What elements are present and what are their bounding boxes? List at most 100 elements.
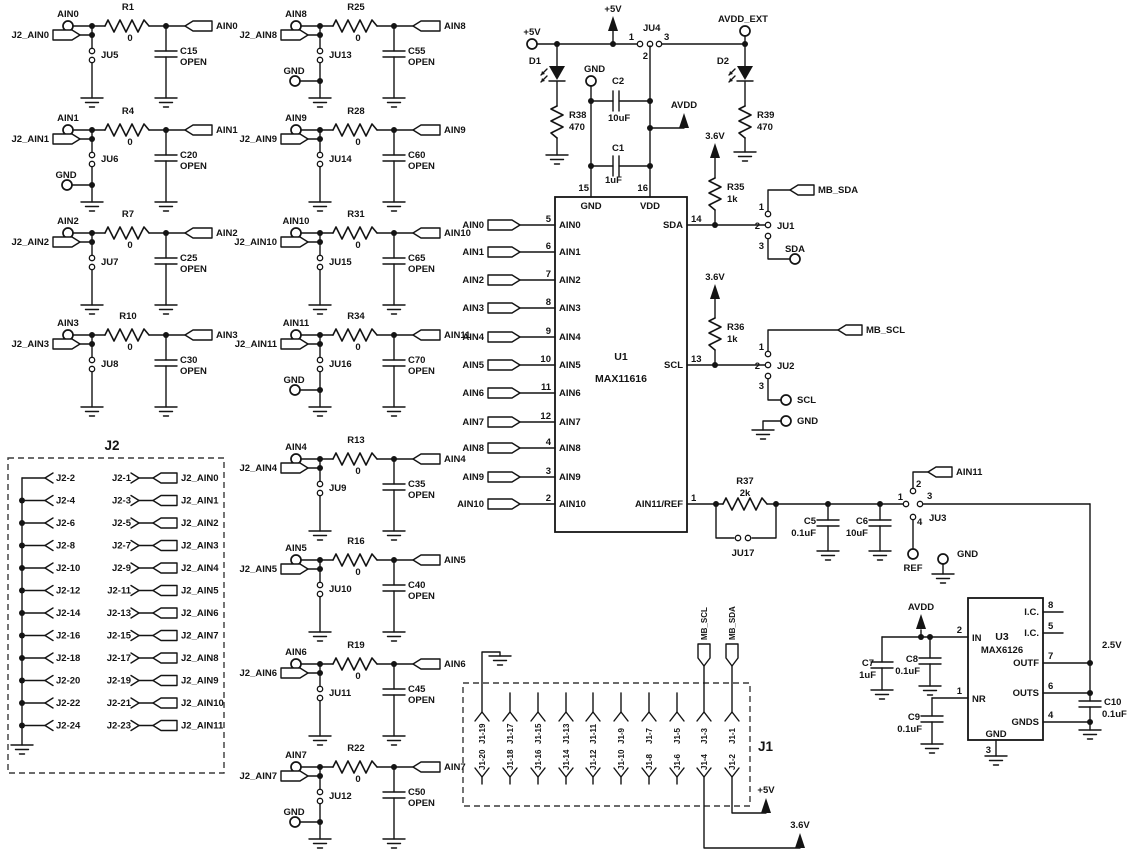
net-tag-icon — [487, 246, 521, 258]
pin-number: 1 — [691, 493, 697, 504]
jumper-pin-icon — [88, 151, 96, 159]
component-value: 1k — [727, 194, 738, 205]
ground-icon — [816, 550, 840, 561]
pin-label: J1-5 — [673, 727, 682, 744]
component-ref: R38 — [569, 110, 586, 121]
capacitor-icon — [382, 584, 406, 592]
resistor-value-label: 0 — [355, 671, 360, 682]
pin-name: VDD — [640, 201, 660, 212]
power-net-label: +5V — [757, 785, 775, 796]
component-value: 1k — [727, 334, 738, 345]
jumper-pin-icon — [316, 581, 324, 589]
net-tag-icon — [280, 133, 309, 145]
capacitor-ref-label: C40 — [408, 580, 425, 591]
net-tag-icon — [697, 643, 711, 667]
resistor-icon — [722, 497, 768, 511]
emission-arrowhead — [729, 71, 733, 75]
capacitor-ref-label: C25 — [180, 253, 198, 264]
component-ref: R36 — [727, 322, 744, 333]
capacitor-value-label: OPEN — [408, 161, 435, 172]
pin-label: J1-11 — [589, 723, 598, 744]
ground-icon — [382, 631, 406, 642]
jumper-pin-icon — [764, 232, 772, 240]
pin-number: 15 — [578, 183, 589, 194]
chip-ref: U3 — [995, 631, 1009, 643]
power-arrow-icon — [795, 833, 805, 848]
net-label: AIN6 — [462, 388, 484, 399]
capacitor-icon — [868, 519, 892, 527]
jumper-label: JU1 — [777, 221, 795, 232]
ground-icon — [154, 406, 178, 417]
pin-number: 8 — [1048, 600, 1053, 611]
resistor-icon — [332, 452, 378, 466]
component-ref: R37 — [736, 476, 753, 487]
component-value: 2k — [740, 488, 751, 499]
net-label: AIN2 — [462, 275, 484, 286]
net-label: J2_AIN10 — [181, 698, 224, 709]
wire — [767, 329, 839, 352]
pin-label: J2-10 — [56, 563, 80, 574]
i2c-section: 3.6VR351k123JU1MB_SDASDA3.6VR361k123JU2M… — [686, 131, 905, 440]
net-tag-icon — [52, 236, 81, 248]
ground-icon — [1078, 729, 1102, 740]
capacitor-ref-label: C15 — [180, 46, 198, 57]
pin-number: 3 — [927, 491, 932, 502]
net-tag-icon — [487, 416, 521, 428]
jumper-pin-icon — [316, 56, 324, 64]
net-tag-icon — [487, 359, 521, 371]
jumper-pin-icon — [316, 788, 324, 796]
jumper-pin-icon — [909, 487, 917, 495]
pin-number: 9 — [546, 326, 551, 337]
terminal-net-label: AIN7 — [285, 750, 307, 761]
ground-icon — [382, 97, 406, 108]
resistor-ref-label: R34 — [347, 311, 365, 322]
net-label: MB_SCL — [866, 325, 905, 336]
jumper-label: JU13 — [329, 50, 352, 61]
pin-label: J2-3 — [112, 496, 131, 507]
pin-number: 11 — [541, 382, 552, 393]
capacitor-ref-label: C50 — [408, 787, 425, 798]
pin-name: SDA — [663, 220, 683, 231]
chevron-pin-icon — [130, 607, 140, 619]
net-label: AIN5 — [462, 360, 484, 371]
component-ref: D2 — [717, 56, 729, 67]
pin-label: J2-5 — [112, 518, 132, 529]
capacitor-value-label: OPEN — [408, 591, 435, 602]
capacitor-ref-label: C6 — [856, 516, 868, 527]
pin-label: J2-14 — [56, 608, 81, 619]
connector-outline — [462, 682, 751, 807]
pin-label: J2-9 — [112, 563, 131, 574]
pin-number: 6 — [1048, 681, 1053, 692]
net-tag-icon — [152, 472, 178, 484]
component-value: 470 — [757, 122, 773, 133]
pin-name: AIN3 — [559, 303, 581, 314]
pin-name: I.C. — [1024, 607, 1039, 618]
capacitor-value-label: 0.1uF — [897, 724, 922, 735]
ground-icon — [382, 304, 406, 315]
net-tag-icon — [280, 236, 309, 248]
capacitor-ref-label: C70 — [408, 355, 425, 366]
net-tag-icon — [412, 20, 441, 32]
jumper-label: JU17 — [732, 548, 755, 559]
pin-label: J2-7 — [112, 541, 131, 552]
ground-icon — [868, 550, 892, 561]
net-tag-icon — [152, 629, 178, 642]
net-label: AIN3 — [462, 303, 484, 314]
resistor-icon — [708, 177, 722, 211]
chevron-pin-icon — [44, 697, 54, 709]
capacitor-icon — [870, 661, 894, 669]
net-label: J2_AIN6 — [181, 608, 219, 619]
junction-dot — [19, 632, 25, 639]
pin-number: 3 — [546, 466, 551, 477]
pin-number: 2 — [755, 361, 760, 372]
pin-name: AIN0 — [559, 220, 581, 231]
resistor-icon — [332, 226, 378, 240]
output-net-label: AIN8 — [444, 21, 466, 32]
net-tag-icon — [280, 29, 309, 41]
net-tag-icon — [152, 539, 178, 552]
jumper-label: JU7 — [101, 257, 118, 268]
resistor-icon — [332, 19, 378, 33]
capacitor-ref-label: C5 — [804, 516, 817, 527]
net-label: AIN4 — [462, 332, 484, 343]
